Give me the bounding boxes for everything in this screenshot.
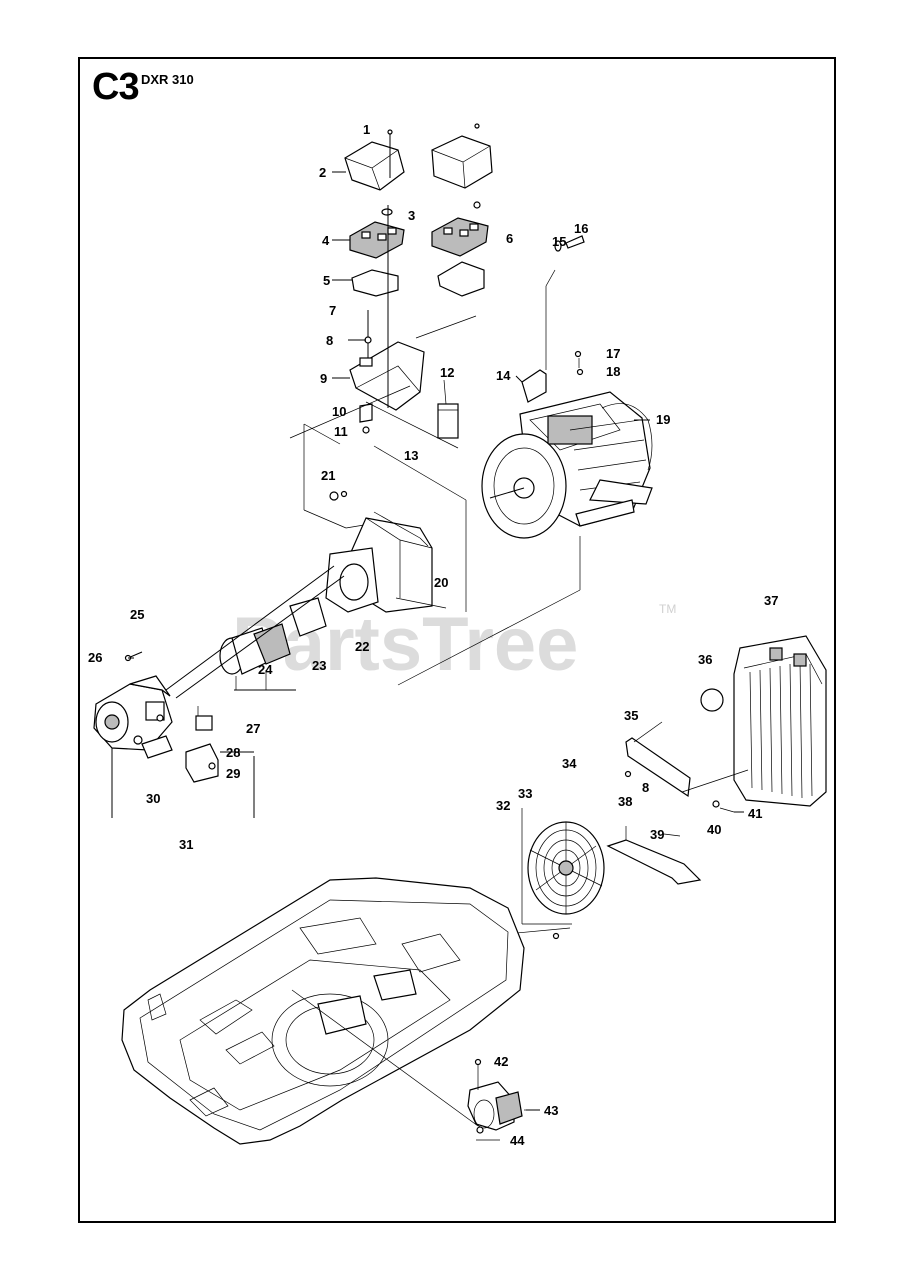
callout-6: 6 bbox=[506, 231, 513, 246]
callout-22: 22 bbox=[355, 639, 369, 654]
callout-25: 25 bbox=[130, 607, 144, 622]
callout-9: 9 bbox=[320, 371, 327, 386]
callout-23: 23 bbox=[312, 658, 326, 673]
callout-8b: 8 bbox=[642, 780, 649, 795]
callout-26: 26 bbox=[88, 650, 102, 665]
shaft-coupling bbox=[165, 565, 345, 699]
callout-11: 11 bbox=[334, 424, 348, 439]
cooler-bracket bbox=[606, 721, 749, 885]
callout-34: 34 bbox=[562, 756, 577, 771]
terminal-board-right bbox=[431, 217, 489, 257]
callout-8: 8 bbox=[326, 333, 333, 348]
washer-3 bbox=[381, 201, 481, 216]
screw-17-18 bbox=[574, 350, 584, 376]
callout-17: 17 bbox=[606, 346, 620, 361]
drawing-frame bbox=[78, 57, 836, 1223]
callout-21: 21 bbox=[321, 468, 335, 483]
callout-10: 10 bbox=[332, 404, 346, 419]
bolt-15-16 bbox=[554, 235, 585, 252]
terminal-cover-left bbox=[344, 129, 405, 191]
adapter-flange bbox=[325, 490, 447, 613]
callout-43: 43 bbox=[544, 1103, 558, 1118]
machine-chassis bbox=[121, 877, 525, 1145]
callout-37: 37 bbox=[764, 593, 778, 608]
callout-28: 28 bbox=[226, 745, 240, 760]
leader-lines bbox=[128, 171, 744, 1111]
cooling-fan bbox=[505, 808, 605, 940]
solenoid-valve bbox=[141, 706, 254, 783]
diagram-code: C3 bbox=[92, 66, 140, 108]
callout-30: 30 bbox=[146, 791, 160, 806]
callout-36: 36 bbox=[698, 652, 712, 667]
callout-44: 44 bbox=[510, 1133, 525, 1148]
callout-39: 39 bbox=[650, 827, 664, 842]
callout-16: 16 bbox=[574, 221, 588, 236]
callout-12: 12 bbox=[440, 365, 454, 380]
electric-motor bbox=[481, 391, 653, 539]
callout-15: 15 bbox=[552, 234, 566, 249]
callout-29: 29 bbox=[226, 766, 240, 781]
callout-32: 32 bbox=[496, 798, 510, 813]
callout-2: 2 bbox=[319, 165, 326, 180]
callout-42: 42 bbox=[494, 1054, 508, 1069]
capacitor-12 bbox=[437, 379, 459, 439]
callout-33: 33 bbox=[518, 786, 532, 801]
callout-5: 5 bbox=[323, 273, 330, 288]
terminal-cover-right bbox=[431, 123, 493, 189]
terminal-board-left bbox=[349, 221, 405, 259]
callout-27: 27 bbox=[246, 721, 260, 736]
callout-1: 1 bbox=[363, 122, 370, 137]
watermark: PartsTree bbox=[232, 602, 578, 687]
callout-14: 14 bbox=[496, 368, 511, 383]
callout-19: 19 bbox=[656, 412, 670, 427]
callout-38: 38 bbox=[618, 794, 632, 809]
callout-13: 13 bbox=[404, 448, 418, 463]
oil-cooler bbox=[700, 635, 827, 807]
callout-35: 35 bbox=[624, 708, 638, 723]
callout-7: 7 bbox=[329, 303, 336, 318]
watermark-tm: TM bbox=[659, 602, 676, 616]
callout-3: 3 bbox=[408, 208, 415, 223]
motor-bracket-14 bbox=[521, 269, 556, 403]
callout-labels: 1 2 3 4 5 6 7 8 9 10 11 12 13 14 15 16 1… bbox=[88, 122, 778, 1148]
small-motor bbox=[467, 1058, 540, 1141]
callout-4: 4 bbox=[322, 233, 330, 248]
gasket-5 bbox=[351, 261, 485, 297]
junction-box-bracket bbox=[349, 205, 459, 449]
callout-41: 41 bbox=[748, 806, 762, 821]
callout-20: 20 bbox=[434, 575, 448, 590]
callout-31: 31 bbox=[179, 837, 193, 852]
callout-40: 40 bbox=[707, 822, 721, 837]
diagram-model: DXR 310 bbox=[141, 72, 194, 87]
callout-24: 24 bbox=[258, 662, 273, 677]
hydraulic-pump bbox=[93, 651, 173, 751]
callout-18: 18 bbox=[606, 364, 620, 379]
